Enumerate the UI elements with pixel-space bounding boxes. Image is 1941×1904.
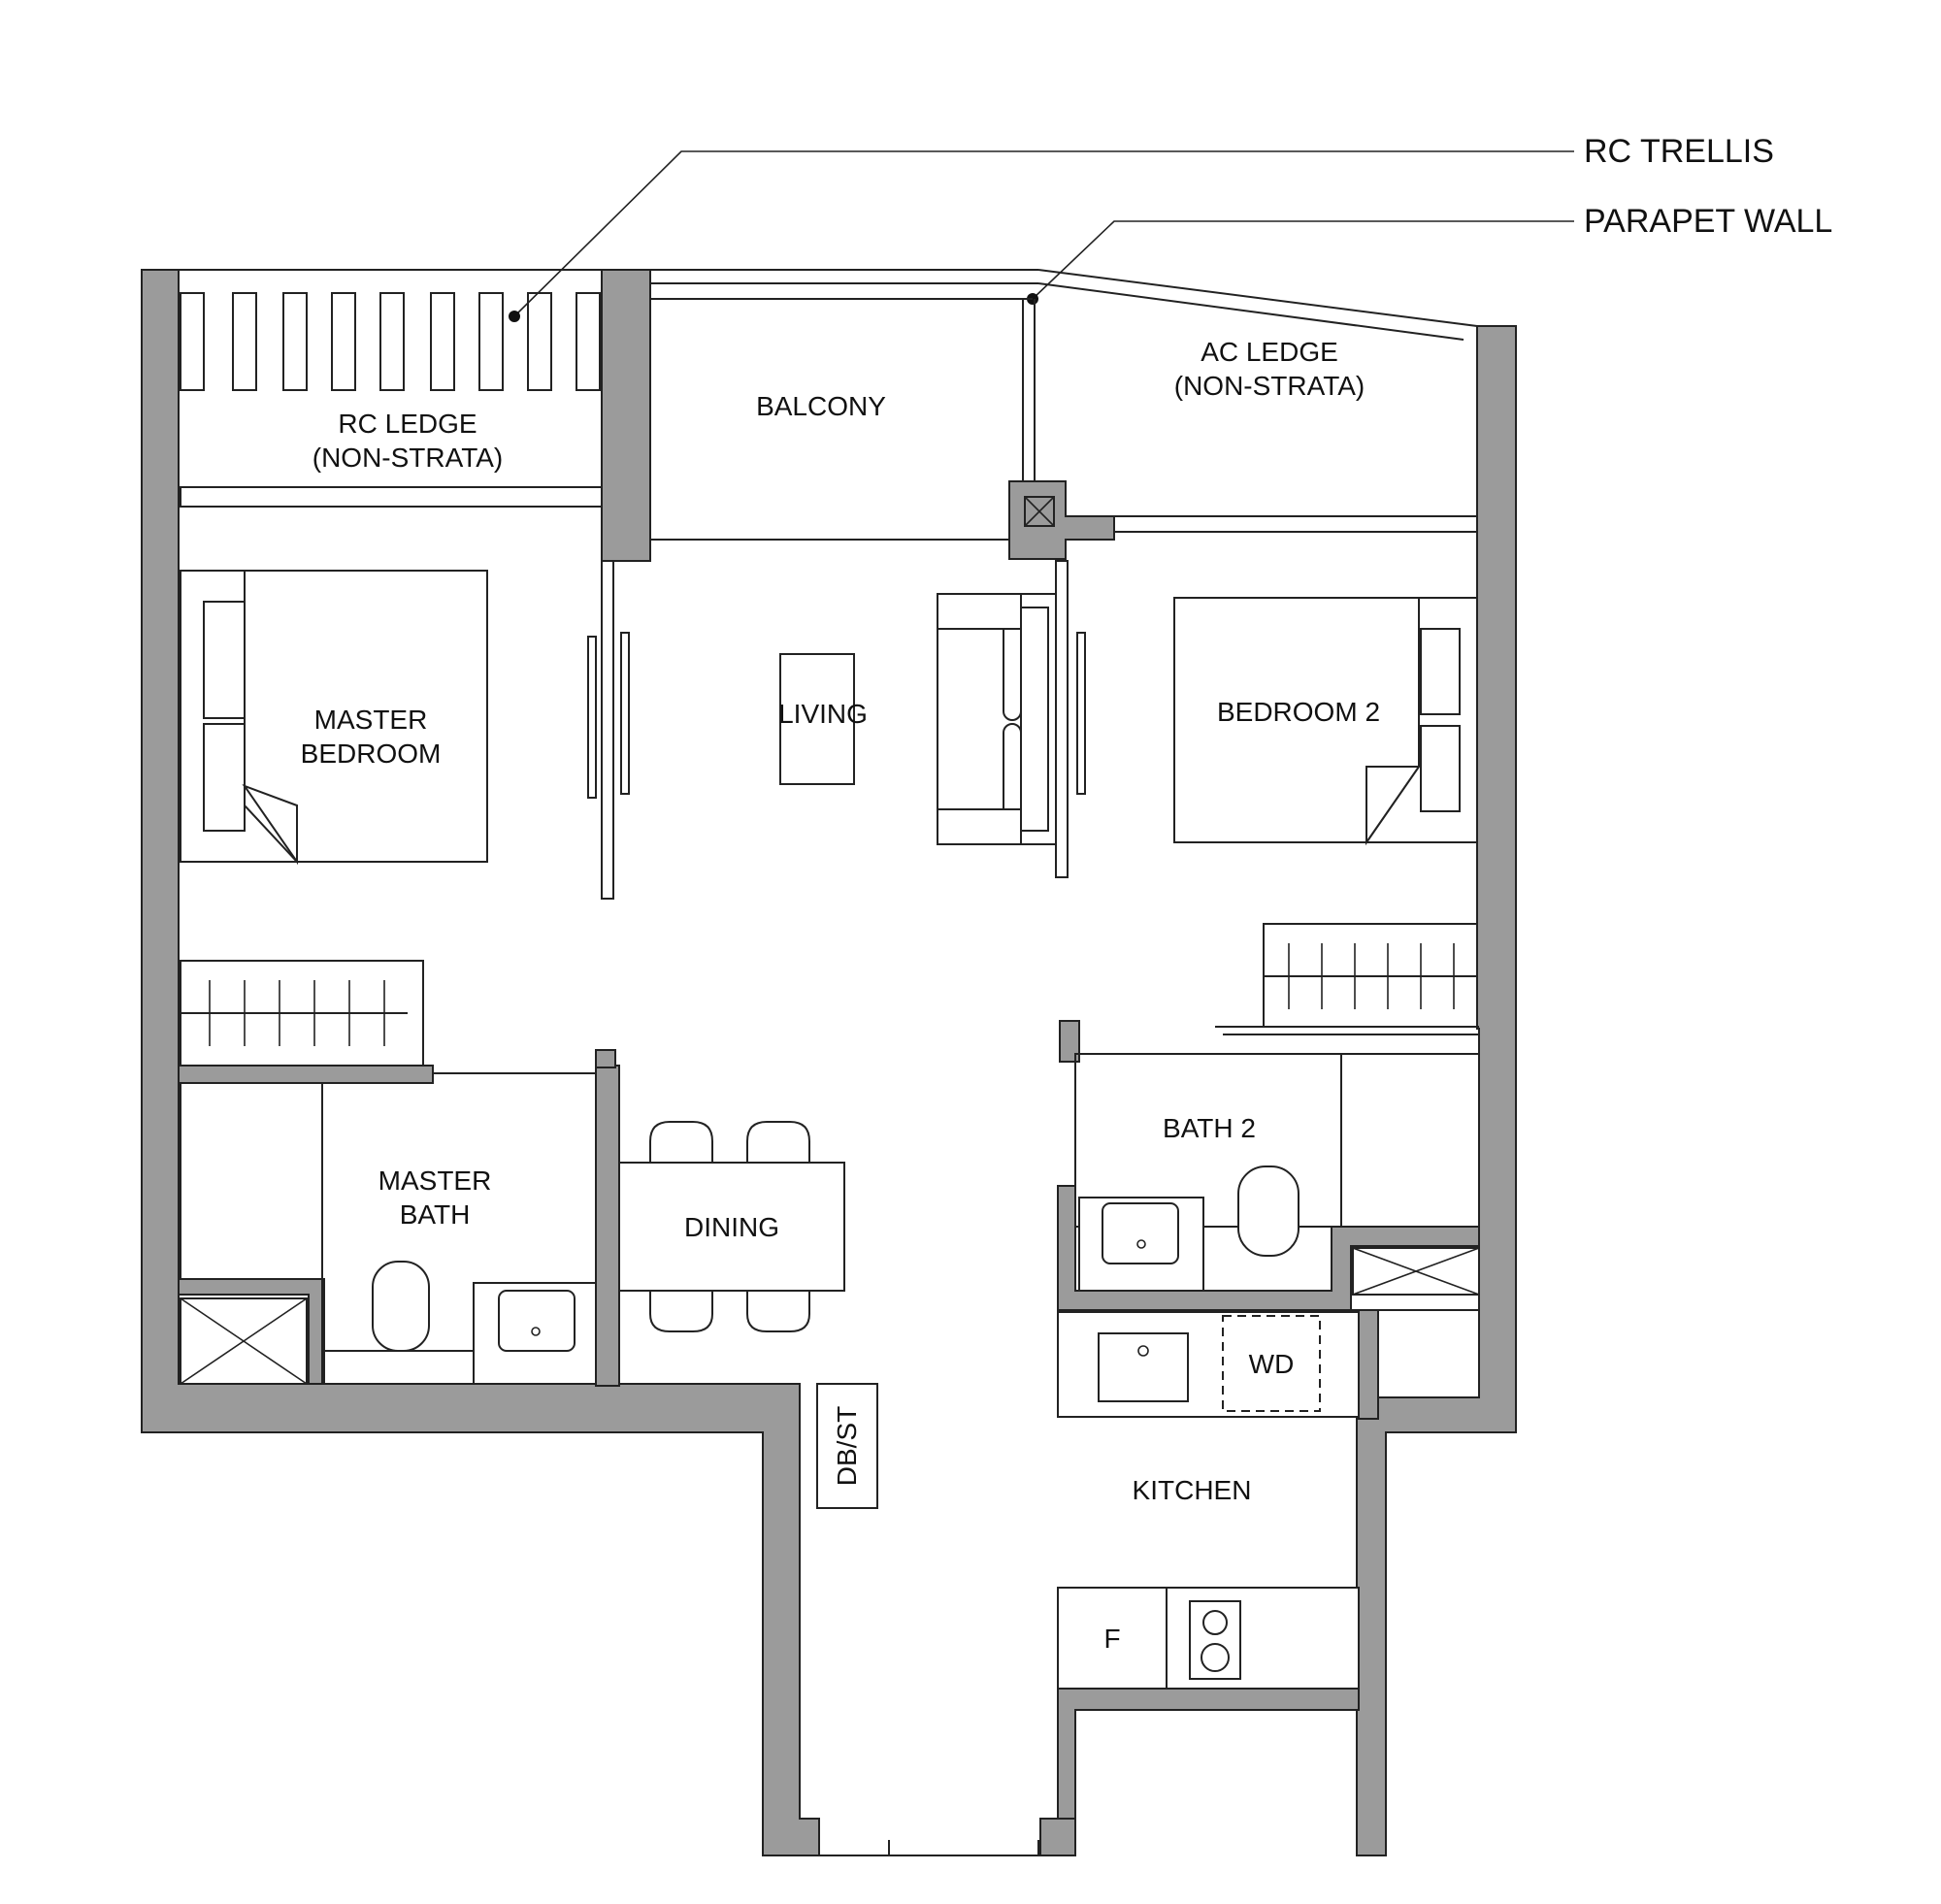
master-bath-wc xyxy=(372,1261,430,1352)
wall-master-bath-shaft xyxy=(178,1278,325,1385)
master-bed-nightstand-bottom xyxy=(203,723,246,832)
wall-ac-column xyxy=(1008,480,1115,560)
bedroom-2-nightstand-bottom xyxy=(1420,725,1461,812)
kitchen-sink xyxy=(1098,1332,1189,1402)
dining-table xyxy=(618,1162,845,1292)
master-bedroom: MASTER BEDROOM xyxy=(180,570,488,1067)
kitchen-wd xyxy=(1222,1315,1321,1412)
callout-rc-trellis: RC TRELLIS xyxy=(509,133,1774,322)
wall-left-outer xyxy=(141,269,820,1856)
living-sofa-cushion-1 xyxy=(1003,618,1022,721)
bath-2: BATH 2 xyxy=(1074,1053,1480,1296)
dining: DINING xyxy=(618,1121,845,1332)
wall-column-left xyxy=(601,269,651,562)
callout-parapet-wall: PARAPET WALL xyxy=(1027,203,1832,305)
master-bed-nightstand-top xyxy=(203,601,246,719)
master-bath-label-1: MASTER xyxy=(378,1165,492,1196)
living-coffee-table xyxy=(779,653,855,785)
bedroom-2: BEDROOM 2 xyxy=(1173,597,1478,1028)
living: LIVING xyxy=(778,593,1057,845)
wd-label: WD xyxy=(1249,1349,1295,1379)
wall-entrance-stub-right xyxy=(1039,1818,1076,1856)
wall-kitchen-right xyxy=(1358,1309,1379,1420)
dining-chair-4 xyxy=(746,1290,810,1332)
master-bath-basin xyxy=(498,1290,576,1352)
kitchen-label: KITCHEN xyxy=(1133,1475,1252,1505)
master-bed-fold xyxy=(242,783,298,866)
kitchen-hob xyxy=(1189,1600,1241,1680)
bedroom-2-bed-fold xyxy=(1365,766,1421,846)
entrance xyxy=(819,1840,1040,1856)
bedroom-2-label: BEDROOM 2 xyxy=(1217,697,1380,727)
bath-2-label: BATH 2 xyxy=(1163,1113,1256,1143)
ac-ledge-label-1: AC LEDGE xyxy=(1201,337,1338,367)
wall-kitchen-bottom xyxy=(1057,1688,1360,1856)
wall-right-outer xyxy=(1356,325,1517,1856)
master-bedroom-label-2: BEDROOM xyxy=(301,739,442,769)
wall-master-bath-right xyxy=(595,1065,620,1387)
living-label: LIVING xyxy=(778,699,868,729)
bath-2-basin xyxy=(1102,1202,1179,1264)
balcony-label: BALCONY xyxy=(756,391,886,421)
dining-chair-2 xyxy=(746,1121,810,1164)
kitchen: WD KITCHEN F xyxy=(1057,1311,1360,1690)
rc-ledge-label-1: RC LEDGE xyxy=(338,409,477,439)
wall-bedroom2-stub xyxy=(1059,1020,1080,1063)
callout-rc-trellis-label: RC TRELLIS xyxy=(1584,133,1774,170)
master-bath-label-2: BATH xyxy=(400,1199,471,1230)
rc-ledge-label-2: (NON-STRATA) xyxy=(313,443,504,473)
dining-chair-1 xyxy=(649,1121,713,1164)
master-bath: MASTER BATH xyxy=(180,1082,597,1385)
fridge-label: F xyxy=(1103,1624,1120,1654)
db-st: DB/ST xyxy=(816,1383,878,1509)
db-st-label: DB/ST xyxy=(832,1406,862,1486)
bedroom-2-nightstand-top xyxy=(1420,628,1461,715)
living-sofa-arm-bottom xyxy=(937,808,1022,845)
callout-parapet-wall-label: PARAPET WALL xyxy=(1584,203,1832,240)
db-st-box xyxy=(816,1383,878,1509)
living-sofa-arm-top xyxy=(937,593,1022,630)
walls xyxy=(141,269,1517,1856)
dining-chair-3 xyxy=(649,1290,713,1332)
top-labels: RC LEDGE (NON-STRATA) BALCONY AC LEDGE (… xyxy=(313,337,1365,473)
wall-master-bed-bath xyxy=(178,1065,434,1084)
wall-masterbath-stub xyxy=(595,1049,616,1068)
ac-ledge-label-2: (NON-STRATA) xyxy=(1174,371,1365,401)
rc-trellis-bars xyxy=(180,292,601,391)
bath-2-wc xyxy=(1237,1165,1299,1257)
master-bath-shower xyxy=(180,1082,323,1280)
dining-label: DINING xyxy=(684,1212,779,1242)
room-lines xyxy=(179,269,1478,541)
master-bedroom-label-1: MASTER xyxy=(314,705,428,735)
living-sofa-back xyxy=(1020,607,1049,832)
